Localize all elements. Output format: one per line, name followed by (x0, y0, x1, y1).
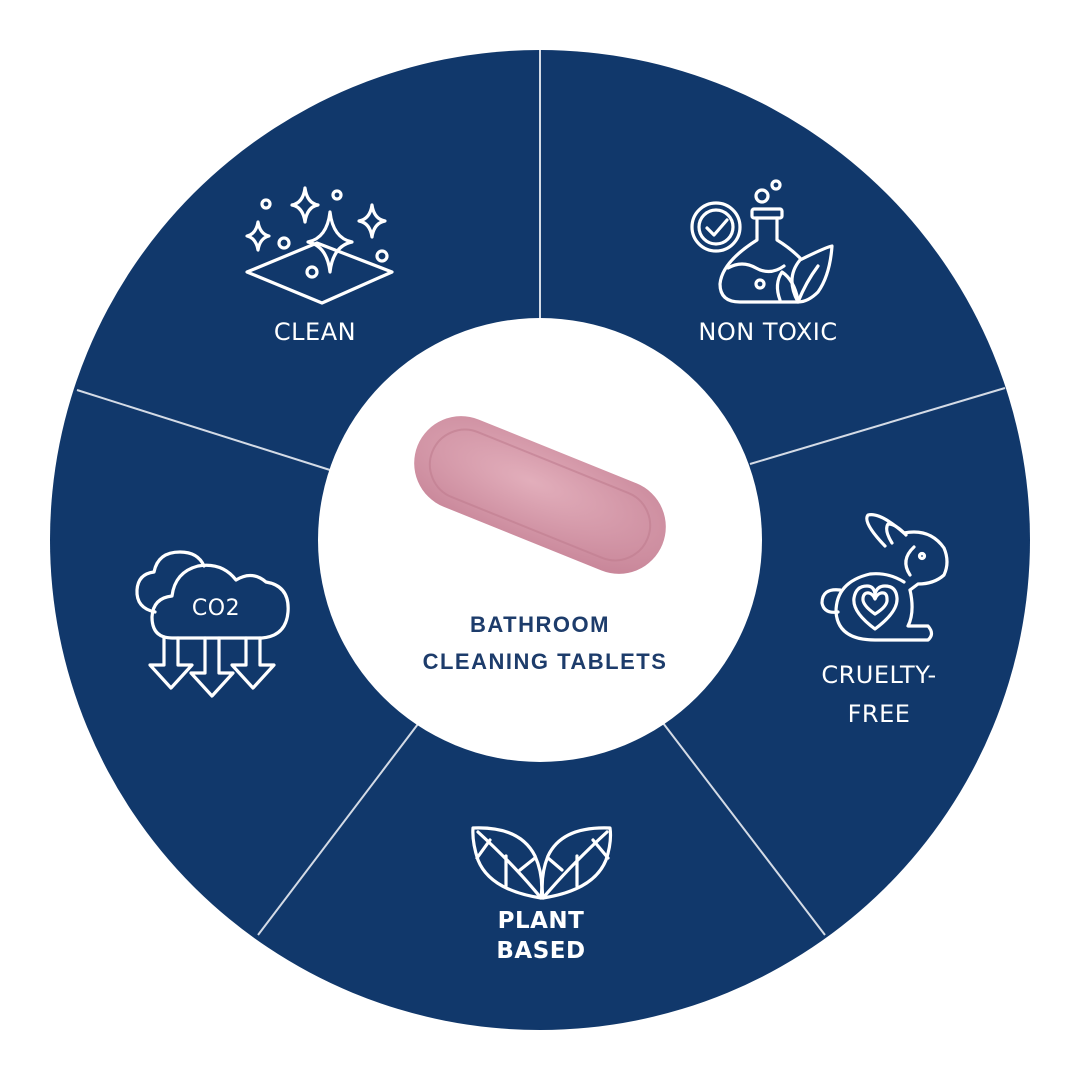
segment-label-plant-based-line2: BASED (496, 938, 585, 964)
segment-label-non-toxic: NON TOXIC (698, 318, 837, 346)
rabbit-heart-icon (820, 513, 949, 642)
segment-non-toxic: NON TOXIC (690, 179, 837, 346)
segment-label-cruelty-free-line2: FREE (848, 700, 911, 728)
co2-label: CO2 (192, 596, 240, 621)
sparkles-surface-icon (245, 186, 394, 305)
co2-cloud-icon (135, 550, 290, 698)
divider-line (749, 387, 1006, 465)
segment-clean: CLEAN (245, 186, 394, 346)
segment-label-cruelty-free-line1: CRUELTY- (821, 661, 936, 689)
segment-cruelty-free: CRUELTY- FREE (820, 513, 949, 728)
tablet-image (414, 416, 666, 574)
center-title-line2: CLEANING TABLETS (423, 649, 668, 674)
segment-plant-based: PLANT BASED (471, 826, 613, 964)
divider-line (76, 389, 331, 471)
divider-line (257, 723, 419, 936)
center-title-line1: BATHROOM (470, 612, 610, 637)
flask-leaf-check-icon (690, 179, 834, 304)
divider-line (662, 722, 826, 936)
segment-label-clean: CLEAN (274, 318, 356, 346)
leaves-icon (471, 826, 613, 900)
segment-dividers (76, 50, 1006, 936)
segment-label-plant-based-line1: PLANT (498, 908, 585, 934)
segment-co2: CO2 (135, 550, 290, 698)
